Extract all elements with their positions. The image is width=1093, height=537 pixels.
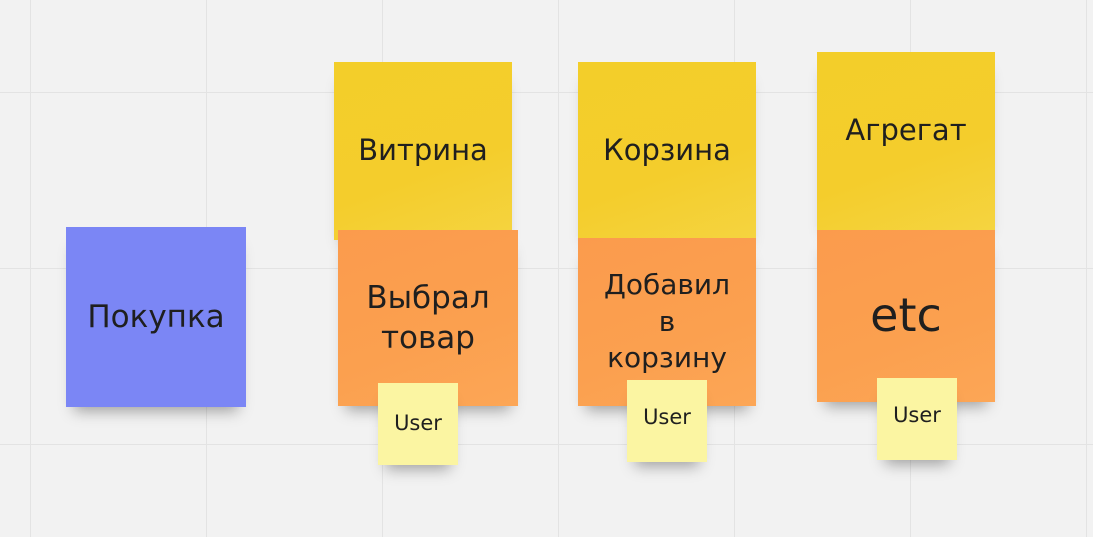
- sticky-note-text: User: [893, 403, 941, 427]
- sticky-note-text: Корзина: [603, 133, 731, 168]
- sticky-note-etc[interactable]: etc: [817, 230, 995, 402]
- sticky-note-text: Покупка: [87, 298, 225, 335]
- sticky-note-text: User: [394, 411, 442, 436]
- sticky-note-text: Добавил в корзину: [603, 267, 731, 375]
- sticky-note-user-2[interactable]: User: [627, 380, 707, 462]
- sticky-note-text: Витрина: [358, 133, 488, 168]
- sticky-note-text: User: [643, 405, 691, 429]
- sticky-note-user-3[interactable]: User: [877, 378, 957, 460]
- sticky-note-added-to-cart[interactable]: Добавил в корзину: [578, 238, 756, 406]
- sticky-note-aggregate[interactable]: Агрегат: [817, 52, 995, 230]
- sticky-note-storefront[interactable]: Витрина: [334, 62, 512, 240]
- sticky-note-cart[interactable]: Корзина: [578, 62, 756, 240]
- sticky-note-text: Выбрал товар: [366, 279, 490, 356]
- sticky-note-user-1[interactable]: User: [378, 383, 458, 465]
- sticky-note-text: etc: [870, 288, 942, 343]
- sticky-note-purchase[interactable]: Покупка: [66, 227, 246, 407]
- sticky-note-text: Агрегат: [845, 113, 967, 147]
- sticky-note-chose-product[interactable]: Выбрал товар: [338, 230, 518, 406]
